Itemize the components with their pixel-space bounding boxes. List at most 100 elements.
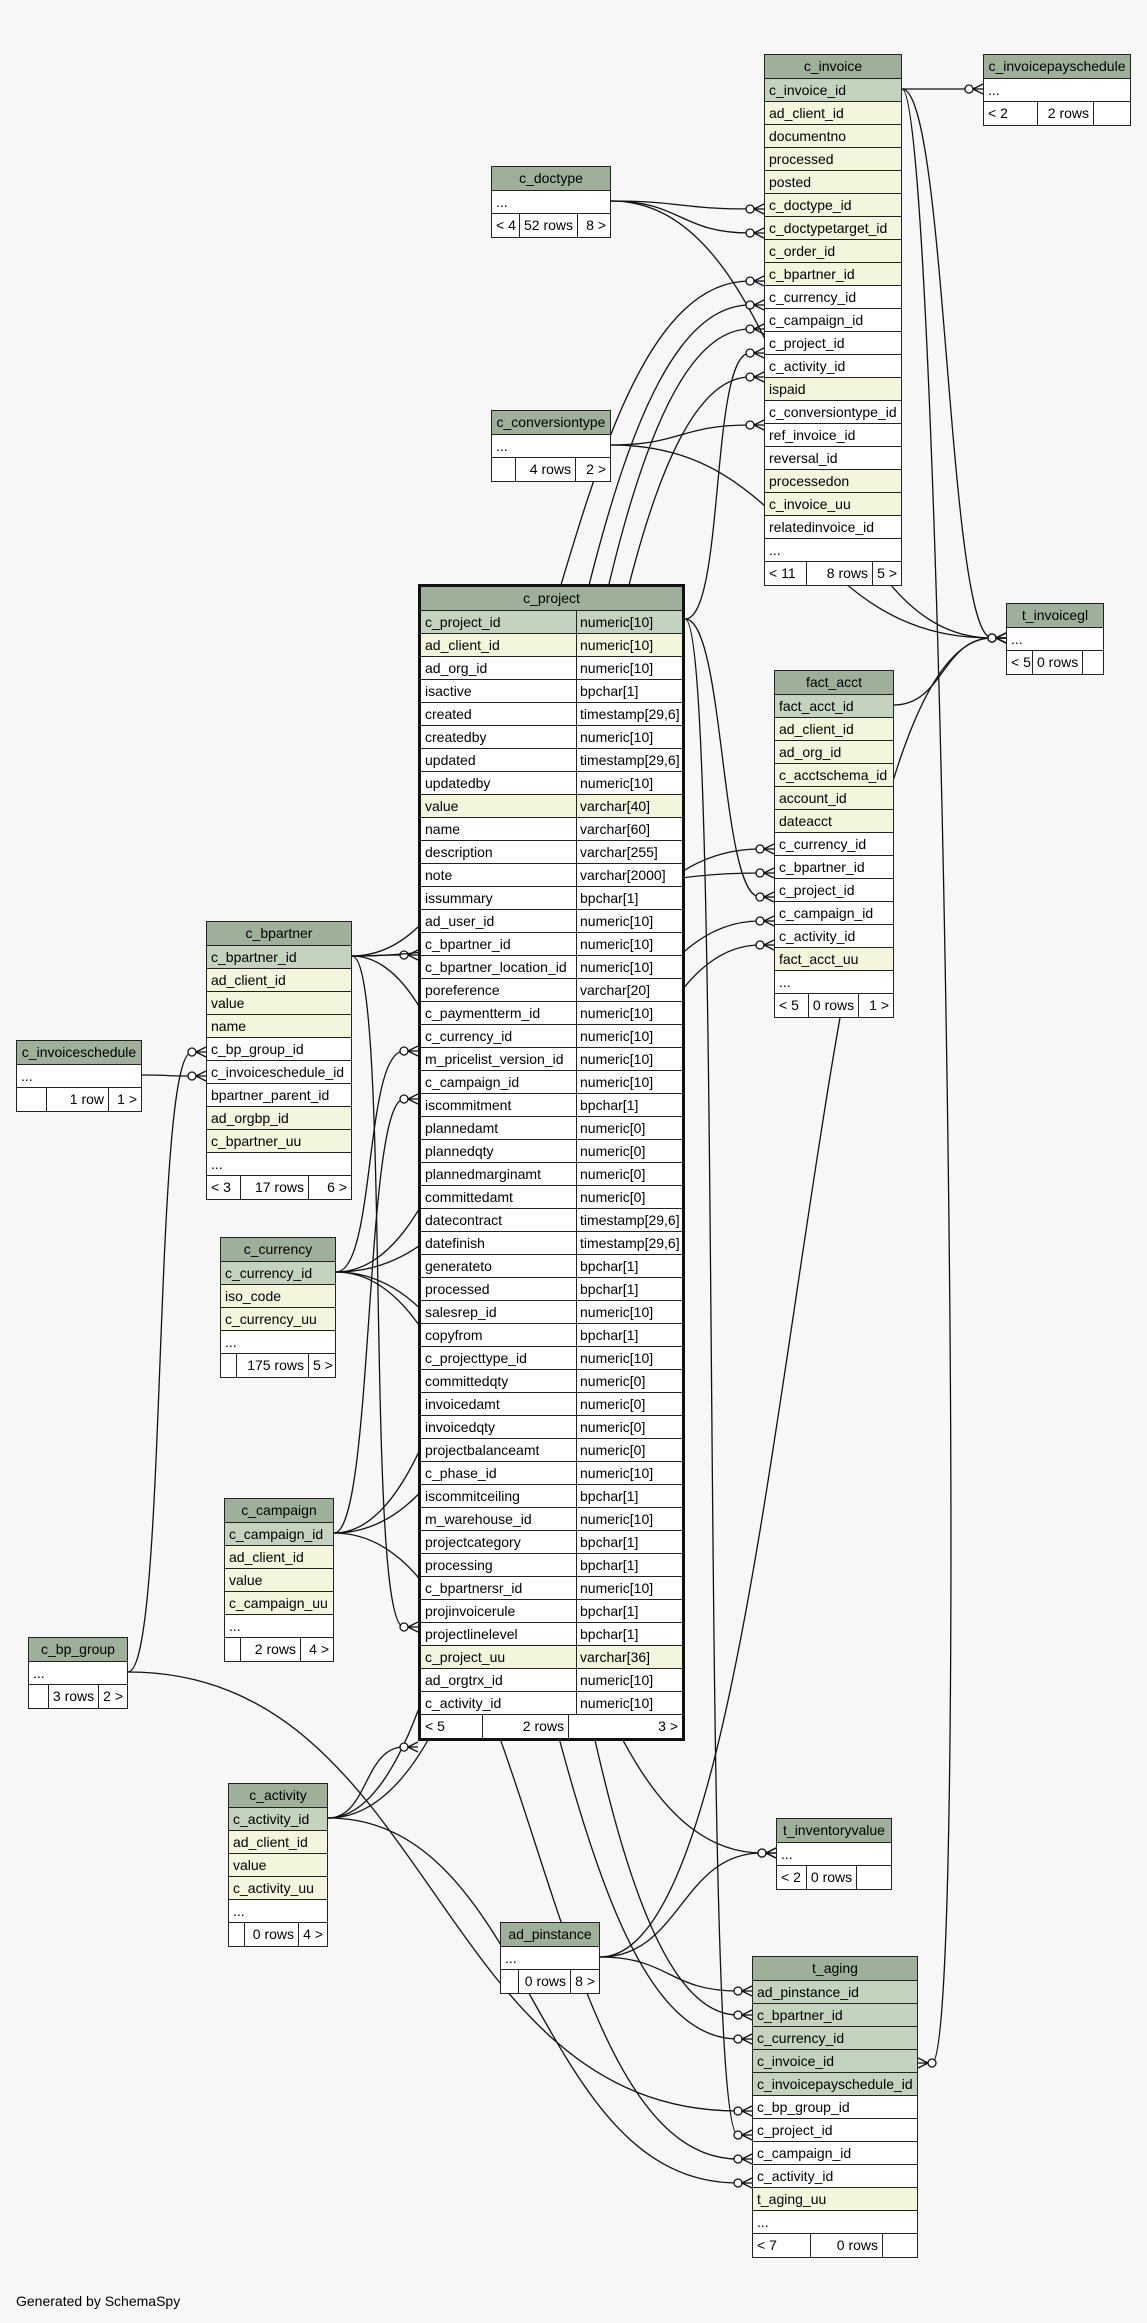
table-title[interactable]: c_doctype xyxy=(492,167,610,191)
column-row[interactable]: c_currency_uu xyxy=(221,1308,335,1331)
parents-link[interactable] xyxy=(492,458,516,481)
column-row[interactable]: c_project_id xyxy=(775,879,893,902)
column-row[interactable]: ... xyxy=(225,1615,333,1638)
column-row[interactable]: c_bp_group_id xyxy=(207,1038,351,1061)
table-title[interactable]: c_currency xyxy=(221,1238,335,1262)
column-row[interactable]: ... xyxy=(207,1153,351,1176)
column-row[interactable]: relatedinvoice_id xyxy=(765,516,901,539)
column-row[interactable]: c_campaign_uu xyxy=(225,1592,333,1615)
column-row[interactable]: c_bp_group_id xyxy=(753,2096,917,2119)
children-link[interactable] xyxy=(1083,651,1103,674)
children-link[interactable] xyxy=(883,2234,917,2257)
parents-link[interactable]: < 2 xyxy=(777,1866,807,1889)
parents-link[interactable]: < 3 xyxy=(207,1176,241,1199)
column-row[interactable]: c_doctypetarget_id xyxy=(765,217,901,240)
parents-link[interactable]: < 11 xyxy=(765,562,807,585)
column-row[interactable]: c_campaign_id xyxy=(753,2142,917,2165)
column-row[interactable]: c_campaign_id xyxy=(225,1523,333,1546)
column-row[interactable]: c_conversiontype_id xyxy=(765,401,901,424)
children-link[interactable]: 8 > xyxy=(586,217,606,233)
table-title[interactable]: c_project xyxy=(421,587,682,611)
column-row[interactable]: processedon xyxy=(765,470,901,493)
column-row[interactable]: dateacct xyxy=(775,810,893,833)
column-row[interactable]: ad_client_id xyxy=(775,718,893,741)
column-row[interactable]: reversal_id xyxy=(765,447,901,470)
column-row[interactable]: ad_pinstance_id xyxy=(753,1981,917,2004)
column-row[interactable]: c_activity_uu xyxy=(229,1877,327,1900)
column-row[interactable]: ad_orgbp_id xyxy=(207,1107,351,1130)
column-row[interactable]: c_currency_id xyxy=(765,286,901,309)
children-link[interactable]: 2 > xyxy=(103,1688,123,1704)
table-title[interactable]: c_activity xyxy=(229,1784,327,1808)
column-row[interactable]: c_campaign_id xyxy=(775,902,893,925)
column-row[interactable]: account_id xyxy=(775,787,893,810)
table-title[interactable]: c_bp_group xyxy=(29,1638,127,1662)
column-row[interactable]: c_activity_id xyxy=(753,2165,917,2188)
column-row[interactable]: ad_client_id xyxy=(765,102,901,125)
parents-link[interactable] xyxy=(501,1970,519,1993)
column-row[interactable]: ... xyxy=(777,1843,891,1866)
column-row[interactable]: c_bpartner_id xyxy=(765,263,901,286)
column-row[interactable]: ad_org_id xyxy=(775,741,893,764)
table-title[interactable]: c_invoicepayschedule xyxy=(984,55,1130,79)
children-link[interactable]: 1 > xyxy=(117,1091,137,1107)
column-row[interactable]: ... xyxy=(492,191,610,214)
parents-link[interactable] xyxy=(29,1685,49,1708)
children-link[interactable]: 5 > xyxy=(313,1357,333,1373)
column-row[interactable]: ... xyxy=(1007,628,1103,651)
column-row[interactable]: ref_invoice_id xyxy=(765,424,901,447)
column-row[interactable]: c_currency_id xyxy=(753,2027,917,2050)
parents-link[interactable]: < 4 xyxy=(492,214,520,237)
column-row[interactable]: c_bpartner_id xyxy=(207,946,351,969)
parents-link[interactable] xyxy=(229,1923,245,1946)
children-link[interactable]: 8 > xyxy=(575,1973,595,1989)
column-row[interactable]: value xyxy=(225,1569,333,1592)
column-row[interactable]: posted xyxy=(765,171,901,194)
table-title[interactable]: c_conversiontype xyxy=(492,411,610,435)
column-row[interactable]: ... xyxy=(229,1900,327,1923)
table-title[interactable]: t_invoicegl xyxy=(1007,604,1103,628)
column-row[interactable]: c_activity_id xyxy=(229,1808,327,1831)
children-link[interactable]: 1 > xyxy=(869,997,889,1013)
column-row[interactable]: c_bpartner_id xyxy=(753,2004,917,2027)
parents-link[interactable] xyxy=(221,1354,237,1377)
table-title[interactable]: ad_pinstance xyxy=(501,1923,599,1947)
parents-link[interactable] xyxy=(225,1638,241,1661)
column-row[interactable]: ad_client_id xyxy=(225,1546,333,1569)
column-row[interactable]: c_currency_id xyxy=(221,1262,335,1285)
column-row[interactable]: c_doctype_id xyxy=(765,194,901,217)
table-title[interactable]: fact_acct xyxy=(775,671,893,695)
column-row[interactable]: fact_acct_uu xyxy=(775,948,893,971)
column-row[interactable]: ... xyxy=(753,2211,917,2234)
